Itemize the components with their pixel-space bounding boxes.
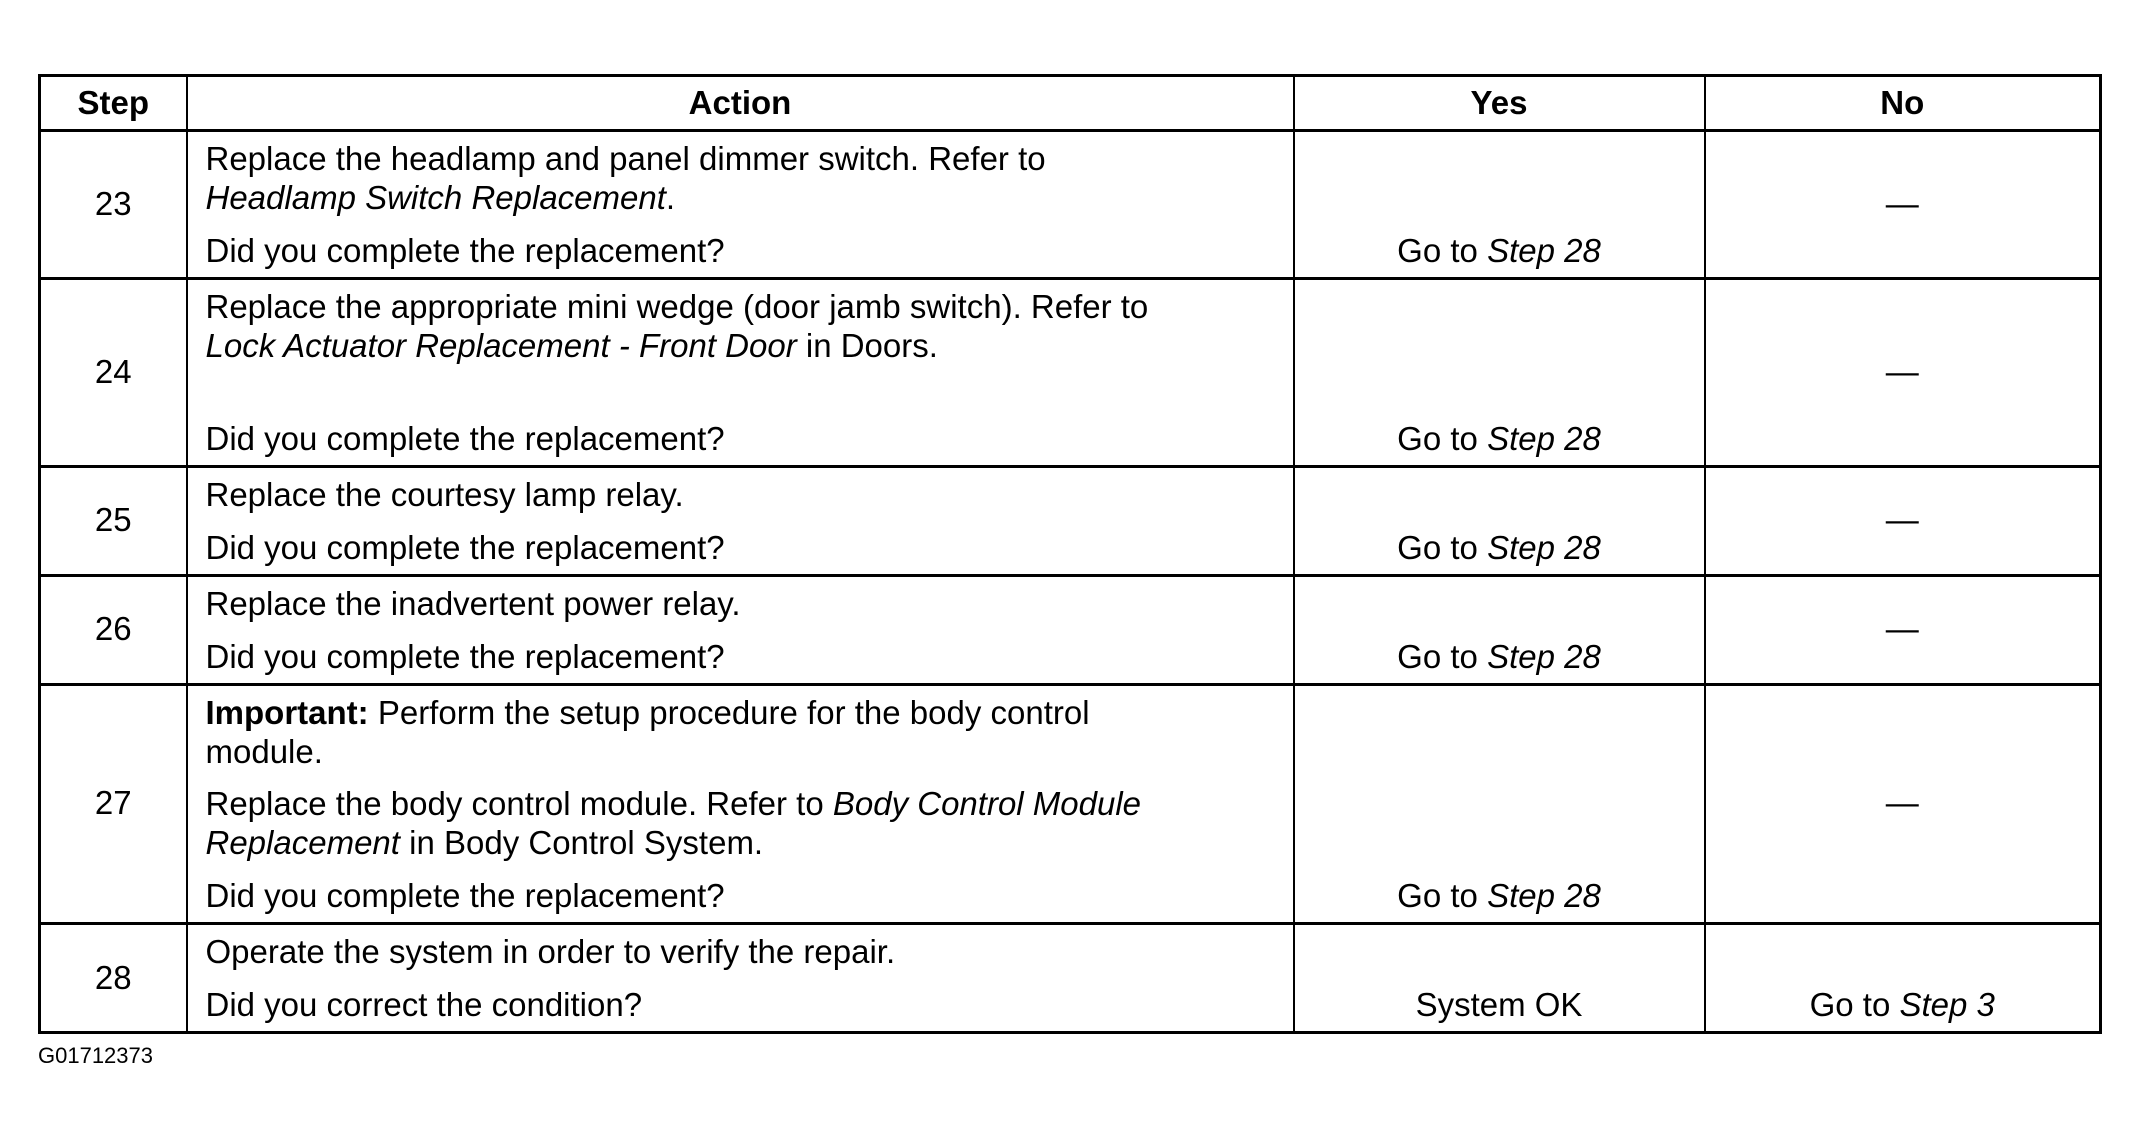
yes-step-reference: Step 28: [1487, 528, 1601, 566]
action-text: Replace the inadvertent power relay.: [205, 584, 741, 622]
header-action: Action: [185, 74, 1295, 132]
action-reference: Body Control Module: [832, 785, 1142, 823]
action-text: Replace the appropriate mini wedge (door…: [205, 288, 1149, 364]
action-cell: Replace the inadvertent power relay. Did…: [185, 574, 1295, 686]
table-row: 23 Replace the headlamp and panel dimmer…: [38, 129, 2102, 280]
step-number: 23: [38, 129, 188, 280]
action-cell: Important: Perform the setup procedure f…: [185, 683, 1295, 925]
action-cell: Replace the headlamp and panel dimmer sw…: [185, 129, 1295, 280]
no-cell: —: [1703, 465, 2102, 577]
yes-cell: Go to Step 28: [1292, 465, 1706, 577]
step-number: 25: [38, 465, 188, 577]
header-yes: Yes: [1292, 74, 1706, 132]
header-no: No: [1703, 74, 2102, 132]
important-note: Important: Perform the setup procedure f…: [205, 693, 1090, 770]
action-question: Did you complete the replacement?: [205, 637, 725, 675]
table-row: 28 Operate the system in order to verify…: [38, 922, 2102, 1034]
action-cell: Replace the courtesy lamp relay. Did you…: [185, 465, 1295, 577]
action-text: Replace the headlamp and panel dimmer sw…: [205, 140, 1046, 216]
yes-cell: System OK: [1292, 922, 1706, 1034]
table-row: 27 Important: Perform the setup procedur…: [38, 683, 2102, 925]
table-row: 24 Replace the appropriate mini wedge (d…: [38, 277, 2102, 468]
yes-step-reference: Step 28: [1487, 419, 1601, 457]
action-text: Operate the system in order to verify th…: [205, 933, 896, 971]
diagnostic-table: Step Action Yes No 23 Replace the headla…: [38, 74, 2102, 1035]
table-row: 26 Replace the inadvertent power relay. …: [38, 574, 2102, 686]
action-question: Did you complete the replacement?: [205, 877, 725, 915]
action-question: Did you complete the replacement?: [205, 231, 725, 269]
yes-step-reference: Step 28: [1487, 877, 1601, 915]
action-text: Replace the body control module. Refer t…: [205, 785, 1142, 862]
header-row: Step Action Yes No: [38, 74, 2102, 132]
yes-step-reference: Step 28: [1487, 232, 1601, 270]
yes-cell: Go to Step 28: [1292, 277, 1706, 468]
no-cell: —: [1703, 277, 2102, 468]
action-reference: Headlamp Switch Replacement: [205, 178, 666, 216]
yes-step-reference: Step 28: [1487, 637, 1601, 675]
step-number: 24: [38, 277, 188, 468]
no-cell: —: [1703, 574, 2102, 686]
action-question: Did you complete the replacement?: [205, 528, 725, 566]
important-label: Important:: [205, 693, 369, 731]
action-reference-cont: Replacement: [205, 824, 400, 862]
step-number: 27: [38, 683, 188, 925]
yes-cell: Go to Step 28: [1292, 129, 1706, 280]
action-cell: Operate the system in order to verify th…: [185, 922, 1295, 1034]
table-row: 25 Replace the courtesy lamp relay. Did …: [38, 465, 2102, 577]
action-question: Did you correct the condition?: [205, 986, 643, 1024]
action-question: Did you complete the replacement?: [205, 419, 725, 457]
yes-cell: Go to Step 28: [1292, 574, 1706, 686]
no-step-reference: Step 3: [1899, 986, 1995, 1024]
no-cell: Go to Step 3: [1703, 922, 2102, 1034]
step-number: 26: [38, 574, 188, 686]
action-reference: Lock Actuator Replacement - Front Door: [205, 326, 797, 364]
header-step: Step: [38, 74, 188, 132]
no-cell: —: [1703, 683, 2102, 925]
yes-cell: Go to Step 28: [1292, 683, 1706, 925]
action-text: Replace the courtesy lamp relay.: [205, 475, 684, 513]
step-number: 28: [38, 922, 188, 1034]
figure-id: G01712373: [38, 1043, 153, 1068]
no-cell: —: [1703, 129, 2102, 280]
action-cell: Replace the appropriate mini wedge (door…: [185, 277, 1295, 468]
